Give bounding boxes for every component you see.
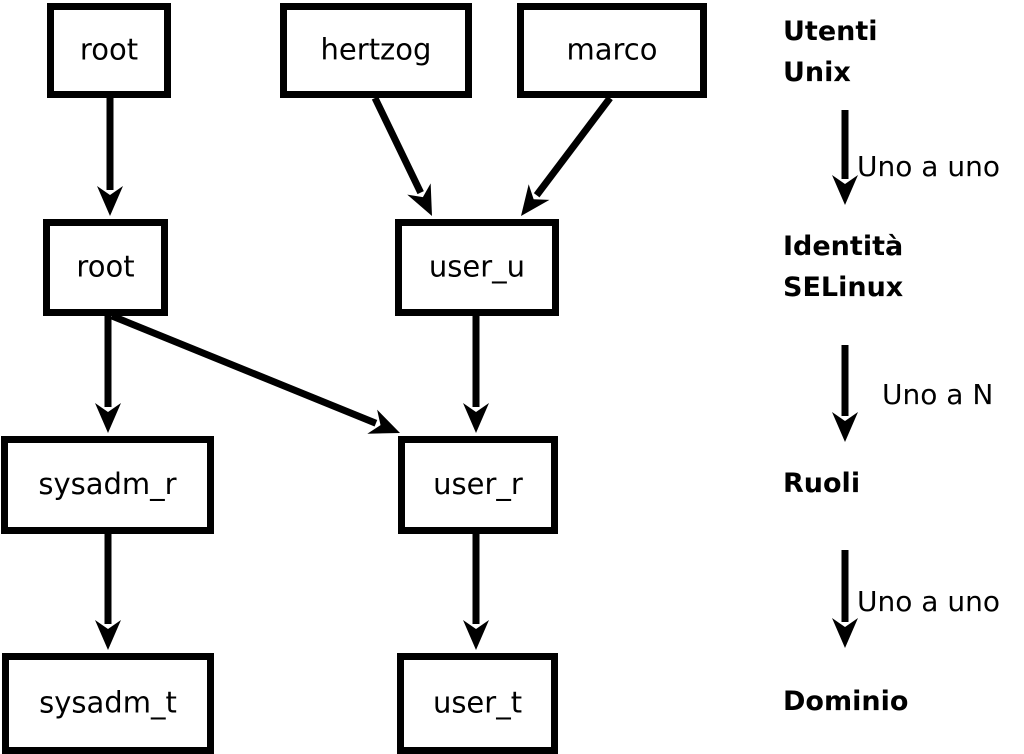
node-label: hertzog xyxy=(321,33,432,67)
arrow-head-icon xyxy=(367,409,400,434)
node-box[interactable] xyxy=(398,436,558,534)
node-box[interactable] xyxy=(397,653,558,754)
arrow-head-icon xyxy=(97,186,123,216)
relation-unix-to-identity: Uno a uno xyxy=(832,110,1000,205)
arrow-head-icon xyxy=(832,412,858,442)
arrow-head-icon xyxy=(832,175,858,205)
level-ruoli: Ruoli xyxy=(783,468,860,499)
node-unix_root[interactable]: root xyxy=(47,3,171,98)
relation-identity-to-roles: Uno a N xyxy=(832,345,993,442)
node-unix_hertzog[interactable]: hertzog xyxy=(280,3,472,98)
node-label: sysadm_t xyxy=(39,686,177,720)
node-box[interactable] xyxy=(2,653,214,754)
arrow-head-icon xyxy=(521,184,550,216)
edge-sel_root-to-role_sysadm xyxy=(95,316,121,433)
arrow-head-icon xyxy=(463,403,489,433)
edge-unix_marco-to-sel_user_u xyxy=(521,95,613,216)
edge-unix_root-to-sel_root xyxy=(97,98,123,216)
node-box[interactable] xyxy=(1,436,214,534)
relation-roles-to-domain: Uno a uno xyxy=(832,550,1000,648)
legend-relation-label: Uno a N xyxy=(882,378,993,411)
edge-sel_root-to-role_user xyxy=(110,312,400,434)
node-label: user_t xyxy=(433,686,522,720)
edge-sel_user_u-to-role_user xyxy=(463,316,489,433)
edges-group xyxy=(95,95,613,650)
legend-relation-label: Uno a uno xyxy=(857,585,1000,618)
legend-level-label: Unix xyxy=(783,57,851,88)
node-label: user_u xyxy=(429,250,525,284)
edge-role_user-to-dom_user xyxy=(463,534,489,650)
node-label: marco xyxy=(567,33,658,67)
arrow-head-icon xyxy=(95,620,121,650)
node-role_sysadm[interactable]: sysadm_r xyxy=(1,436,214,534)
legend-level-label: Identità xyxy=(783,231,903,262)
node-role_user[interactable]: user_r xyxy=(398,436,558,534)
edge-role_sysadm-to-dom_sysadm xyxy=(95,534,121,650)
legend-level-label: SELinux xyxy=(783,272,903,303)
arrow-head-icon xyxy=(463,620,489,650)
node-dom_sysadm[interactable]: sysadm_t xyxy=(2,653,214,754)
node-box[interactable] xyxy=(395,219,559,316)
node-label: root xyxy=(80,33,138,67)
edge-line xyxy=(371,96,424,195)
arrow-head-icon xyxy=(832,618,858,648)
node-box[interactable] xyxy=(517,3,707,98)
edge-unix_hertzog-to-sel_user_u xyxy=(371,96,432,216)
level-dominio: Dominio xyxy=(783,686,908,717)
edge-line xyxy=(533,95,613,198)
node-box[interactable] xyxy=(47,3,171,98)
legend-level-label: Dominio xyxy=(783,686,908,717)
node-dom_user[interactable]: user_t xyxy=(397,653,558,754)
node-sel_user_u[interactable]: user_u xyxy=(395,219,559,316)
legend-relation-label: Uno a uno xyxy=(857,150,1000,183)
edge-line xyxy=(110,312,378,427)
arrow-head-icon xyxy=(407,183,432,216)
node-label: root xyxy=(76,250,134,284)
arrow-head-icon xyxy=(95,403,121,433)
legend-level-label: Ruoli xyxy=(783,468,860,499)
node-label: sysadm_r xyxy=(38,467,176,501)
node-box[interactable] xyxy=(280,3,472,98)
nodes-group: root hertzog marco root user_u sysadm_r user_r… xyxy=(1,3,707,754)
node-sel_root[interactable]: root xyxy=(43,219,168,316)
node-label: user_r xyxy=(433,467,523,501)
legend-level-label: Utenti xyxy=(783,16,878,47)
node-unix_marco[interactable]: marco xyxy=(517,3,707,98)
node-box[interactable] xyxy=(43,219,168,316)
